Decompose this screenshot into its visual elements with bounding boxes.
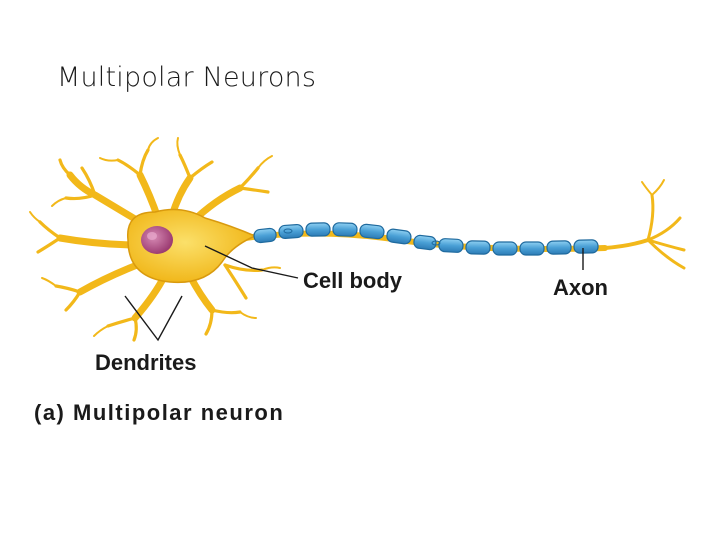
nucleolus <box>147 232 157 240</box>
slide-title: Multipolar Neurons <box>57 62 317 93</box>
axon-terminals <box>603 179 686 270</box>
axon-label: Axon <box>553 275 608 300</box>
leader-lines <box>124 245 584 342</box>
nucleus <box>141 226 173 254</box>
figure-caption: (a) Multipolar neuron <box>34 400 284 425</box>
dendrites-label: Dendrites <box>95 350 196 375</box>
cell-body-label: Cell body <box>303 268 403 293</box>
myelin-sheath <box>253 222 599 256</box>
